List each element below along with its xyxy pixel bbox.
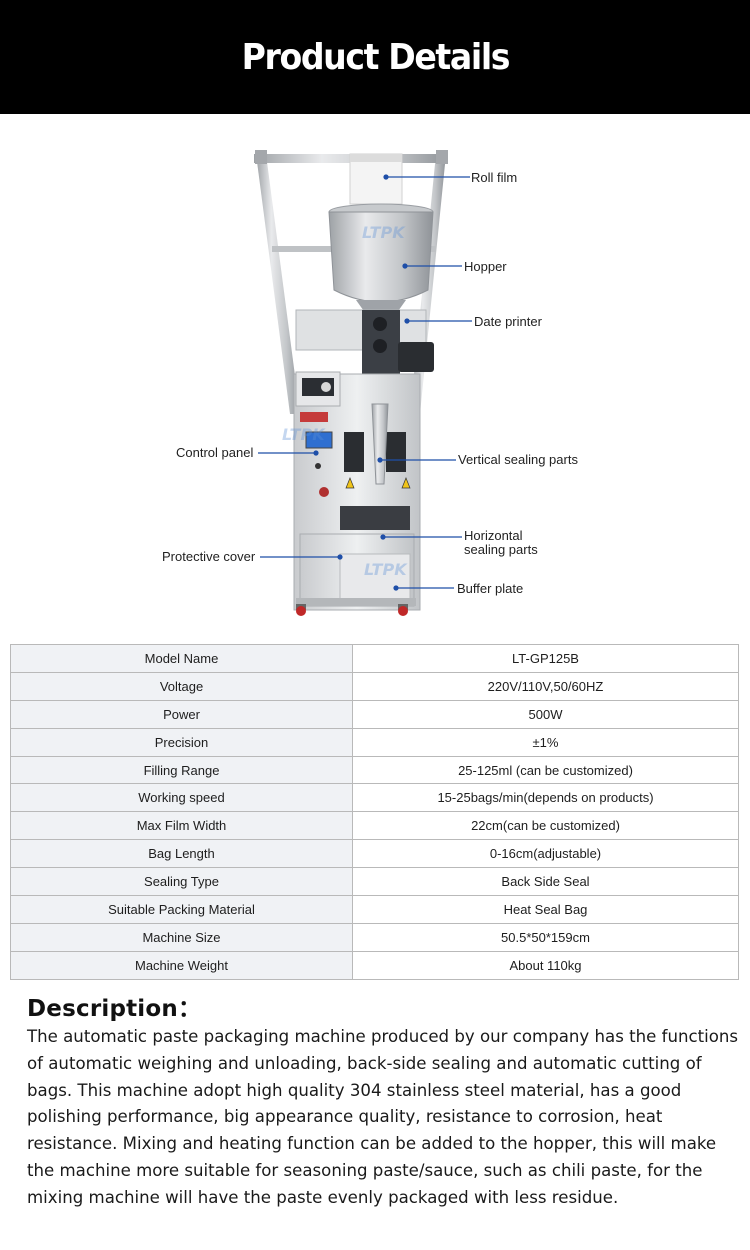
callout-control-panel: Control panel	[176, 445, 254, 460]
spec-value: 50.5*50*159cm	[352, 922, 739, 952]
callout-lines	[258, 174, 472, 591]
spec-value: LT-GP125B	[352, 644, 739, 673]
spec-value: 22cm(can be customized)	[352, 811, 739, 841]
base-wheels	[296, 598, 416, 616]
spec-label: Working speed	[10, 783, 353, 813]
spec-label: Suitable Packing Material	[10, 895, 353, 924]
page-header: Product Details	[0, 0, 750, 114]
spec-value: Heat Seal Bag	[352, 895, 739, 924]
spec-value: 0-16cm(adjustable)	[352, 839, 739, 869]
spec-value: Back Side Seal	[352, 867, 739, 897]
machine-figure: LTPK LTPK LTPK Roll film Hopper Date pri…	[0, 114, 750, 630]
spec-label: Sealing Type	[10, 867, 353, 897]
spec-label: Model Name	[10, 644, 353, 673]
callout-date-printer: Date printer	[474, 314, 542, 329]
spec-label: Precision	[10, 727, 353, 757]
hopper	[328, 203, 434, 314]
dosing-unit	[295, 309, 434, 380]
cabinet	[293, 371, 421, 611]
spec-label: Machine Size	[10, 922, 353, 952]
table-row: Precision±1%	[10, 727, 739, 757]
callout-buffer-plate: Buffer plate	[457, 581, 524, 596]
callout-horizontal-sealing-line1: Horizontal	[464, 528, 523, 543]
callout-roll-film: Roll film	[471, 170, 518, 185]
watermark-middle: LTPK	[282, 425, 326, 444]
page-title: Product Details	[241, 36, 510, 78]
watermark-top: LTPK	[362, 223, 406, 242]
spec-label: Filling Range	[10, 755, 353, 785]
machine-illustration: LTPK LTPK LTPK	[254, 150, 472, 616]
spec-value: 220V/110V,50/60HZ	[352, 671, 739, 701]
callout-horizontal-sealing-line2: sealing parts	[464, 542, 538, 557]
spec-label: Power	[10, 699, 353, 729]
spec-label: Max Film Width	[10, 811, 353, 841]
spec-value: 15-25bags/min(depends on products)	[352, 783, 739, 813]
description-heading: Description：	[27, 996, 202, 1022]
spec-value: 500W	[352, 699, 739, 729]
callout-vertical-sealing: Vertical sealing parts	[458, 452, 578, 467]
callout-hopper: Hopper	[464, 259, 507, 274]
spec-value: ±1%	[352, 727, 739, 757]
spec-value: 25-125ml (can be customized)	[352, 755, 739, 785]
spec-value: About 110kg	[352, 950, 739, 980]
description-body: The automatic paste packaging machine pr…	[27, 1027, 739, 1207]
spec-label: Bag Length	[10, 839, 353, 869]
watermark-bottom: LTPK	[364, 560, 408, 579]
spec-label: Machine Weight	[10, 950, 353, 980]
callout-protective-cover: Protective cover	[162, 549, 256, 564]
roll-film	[349, 153, 403, 205]
spec-label: Voltage	[10, 671, 353, 701]
